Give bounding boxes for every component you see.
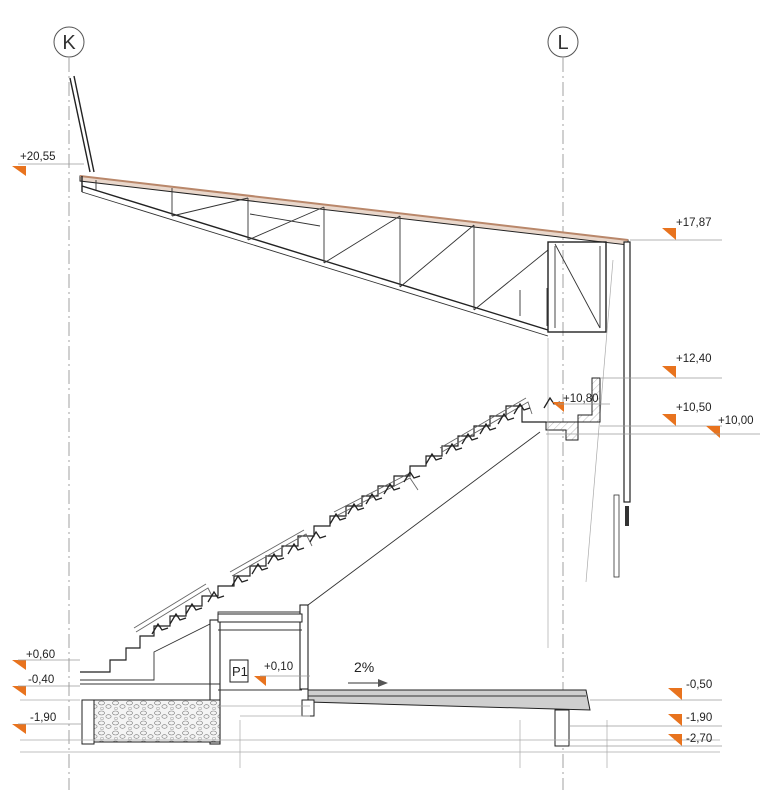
- axis-l-label: L: [557, 32, 568, 54]
- roof-truss: [69, 75, 631, 583]
- slope-label: 2%: [354, 659, 374, 675]
- svg-text:+17,87: +17,87: [676, 217, 712, 229]
- svg-text:-0,40: -0,40: [28, 674, 54, 686]
- level-slab-bottom: +10,00: [546, 415, 760, 438]
- ground-slab: [220, 689, 591, 747]
- axis-k-bubble: K: [53, 26, 85, 58]
- level-ground-right: -0,50: [590, 679, 722, 701]
- level-footing-left: -1,90: [12, 712, 82, 734]
- room-p1-frame: [209, 604, 309, 745]
- svg-text:+10,00: +10,00: [718, 415, 754, 427]
- level-roof-top: +20,55: [12, 151, 84, 176]
- room-tag: P1: [232, 664, 248, 679]
- axis-l-bubble: L: [547, 26, 579, 58]
- svg-text:-0,50: -0,50: [686, 679, 712, 691]
- svg-text:+0,10: +0,10: [264, 661, 293, 673]
- svg-text:+12,40: +12,40: [676, 353, 712, 365]
- slope-arrow: [348, 679, 388, 687]
- svg-text:+20,55: +20,55: [20, 151, 56, 163]
- level-footing-right: -1,90: [570, 712, 722, 727]
- upper-slab: [545, 338, 601, 648]
- stand-soffit: [80, 431, 541, 681]
- seat-row: [151, 396, 561, 635]
- svg-text:+0,60: +0,60: [26, 649, 55, 661]
- svg-text:-1,90: -1,90: [686, 712, 712, 724]
- reference-lines: [20, 699, 720, 768]
- level-roof-low: +17,87: [630, 217, 722, 241]
- svg-text:-2,70: -2,70: [686, 733, 712, 745]
- level-front-base: -0,40: [12, 674, 80, 696]
- svg-text:+10,80: +10,80: [563, 393, 599, 405]
- level-front-top: +0,60: [12, 649, 80, 670]
- axis-k-label: K: [62, 32, 76, 54]
- handrails: [133, 397, 533, 633]
- stand-steps: [80, 405, 546, 673]
- level-room-floor: +0,10: [254, 661, 310, 686]
- level-upper-edge: +12,40: [600, 353, 722, 379]
- level-top-step: +10,80: [552, 393, 610, 412]
- svg-text:+10,50: +10,50: [676, 402, 712, 414]
- svg-text:-1,90: -1,90: [30, 712, 56, 724]
- level-footing-bottom: -2,70: [570, 733, 722, 747]
- foundation-left: [80, 683, 221, 745]
- level-slab-top: +10,50: [600, 402, 722, 427]
